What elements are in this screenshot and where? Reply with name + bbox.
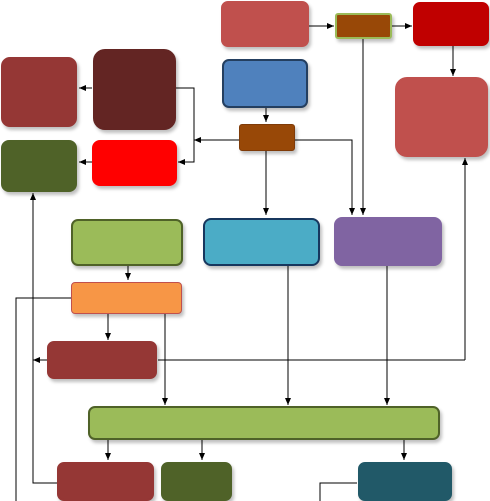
node-n11	[71, 219, 183, 266]
edge-n14-out	[15, 297, 71, 501]
node-n1	[221, 1, 309, 47]
node-n13	[334, 217, 442, 266]
node-n3	[413, 2, 489, 46]
node-n12	[203, 218, 320, 266]
node-n14	[71, 282, 182, 314]
node-n4	[1, 57, 77, 127]
node-n7	[395, 77, 488, 157]
node-n18	[161, 462, 232, 501]
edge-n19-out	[319, 482, 357, 501]
node-n9	[1, 140, 77, 192]
node-n15	[47, 341, 157, 379]
node-n6	[222, 59, 308, 108]
node-n2	[335, 13, 392, 39]
edge-n17-n9	[30, 193, 57, 484]
node-n17	[57, 462, 154, 501]
node-n8	[239, 124, 295, 151]
node-n5	[93, 49, 176, 130]
node-n16	[88, 406, 440, 440]
node-n10	[92, 140, 177, 186]
edge-n8-n13	[295, 139, 355, 215]
edge-n5-n10-link	[176, 87, 195, 165]
node-n19	[358, 462, 452, 501]
